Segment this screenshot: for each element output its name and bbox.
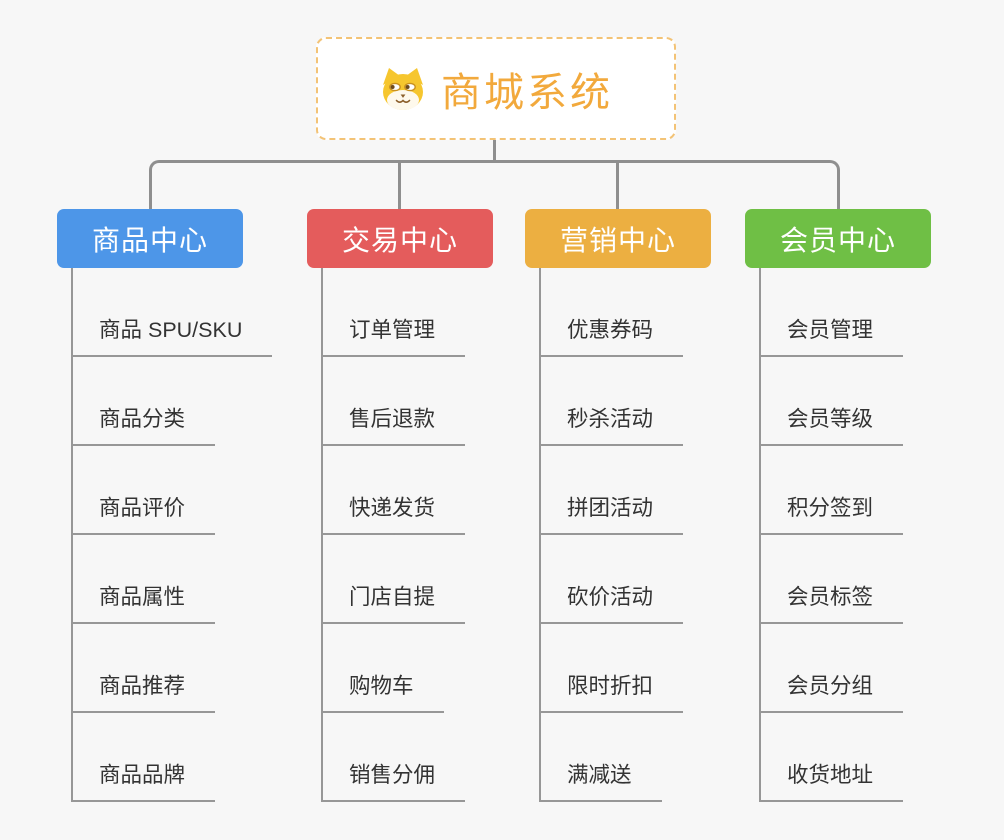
child-node[interactable]: 购物车: [321, 673, 444, 713]
child-node[interactable]: 优惠券码: [539, 317, 684, 357]
root-node-label: 商城系统: [441, 70, 613, 115]
branch-node-label: 营销中心: [559, 224, 676, 256]
connector-branch2-drop-line: [398, 162, 401, 209]
child-node[interactable]: 砍价活动: [539, 584, 684, 624]
doge-icon: [379, 67, 427, 111]
child-node[interactable]: 商品 SPU/SKU: [71, 317, 273, 357]
branch-node-product-center[interactable]: 商品中心: [57, 209, 243, 268]
branch-node-marketing-center[interactable]: 营销中心: [525, 209, 711, 268]
child-node[interactable]: 会员等级: [759, 406, 904, 446]
child-node[interactable]: 秒杀活动: [539, 406, 684, 446]
branch-node-label: 会员中心: [779, 224, 896, 256]
child-node[interactable]: 拼团活动: [539, 495, 684, 535]
branch-node-label: 交易中心: [341, 224, 458, 256]
root-node-mall-system[interactable]: 商城系统: [316, 37, 676, 140]
child-node[interactable]: 满减送: [539, 762, 662, 802]
child-node[interactable]: 销售分佣: [321, 762, 466, 802]
child-node[interactable]: 商品评价: [71, 495, 216, 535]
child-node[interactable]: 收货地址: [759, 762, 904, 802]
child-node[interactable]: 商品属性: [71, 584, 216, 624]
child-node[interactable]: 商品分类: [71, 406, 216, 446]
child-node[interactable]: 订单管理: [321, 317, 466, 357]
child-node[interactable]: 售后退款: [321, 406, 466, 446]
child-node[interactable]: 门店自提: [321, 584, 466, 624]
child-node[interactable]: 快递发货: [321, 495, 466, 535]
child-node[interactable]: 积分签到: [759, 495, 904, 535]
child-node[interactable]: 商品推荐: [71, 673, 216, 713]
connector-root-drop-line: [493, 139, 496, 163]
connector-horizontal-line: [149, 160, 840, 209]
child-node[interactable]: 会员管理: [759, 317, 904, 357]
child-node[interactable]: 会员分组: [759, 673, 904, 713]
connector-branch3-drop-line: [616, 162, 619, 209]
branch-node-label: 商品中心: [91, 224, 208, 256]
branch-node-member-center[interactable]: 会员中心: [745, 209, 931, 268]
branch-node-trade-center[interactable]: 交易中心: [307, 209, 493, 268]
child-node[interactable]: 商品品牌: [71, 762, 216, 802]
child-node[interactable]: 限时折扣: [539, 673, 684, 713]
child-node[interactable]: 会员标签: [759, 584, 904, 624]
